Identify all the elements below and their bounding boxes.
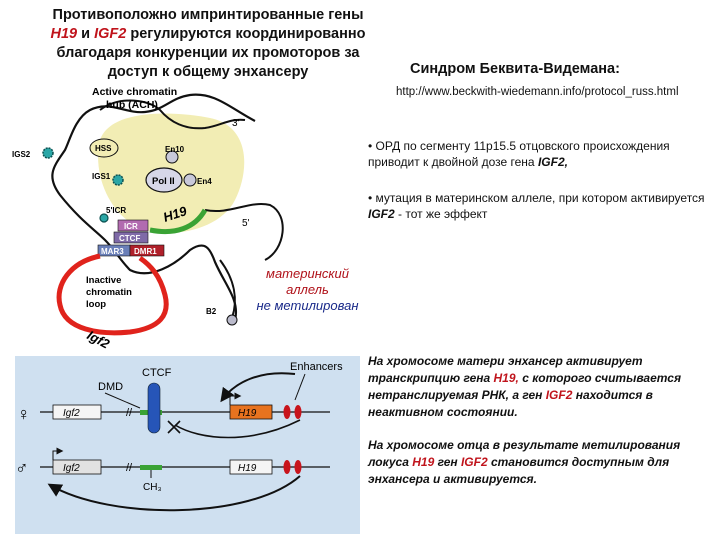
- label-5icr: 5'ICR: [106, 206, 126, 215]
- syndrome-title: Синдром Беквита-Видемана:: [410, 61, 620, 77]
- enhancers-pointer: [294, 373, 306, 401]
- label-inactive1: Inactive: [86, 275, 121, 286]
- h19-box-male: [229, 459, 273, 475]
- label-ach: Active chromatin: [92, 86, 177, 98]
- b2-node: [226, 314, 238, 326]
- ctcf-insulator: [147, 382, 161, 434]
- label-igf2-male: Igf2: [63, 463, 80, 474]
- label-icr: ICR: [124, 222, 138, 231]
- igs1-node: [112, 174, 124, 186]
- note-maternal: На хромосоме матери энхансер активирует …: [368, 354, 682, 419]
- gene-igf2: IGF2: [94, 26, 127, 42]
- chromatin-fiber: [51, 93, 256, 321]
- ctcf-box: [113, 231, 149, 244]
- label-inactive3: loop: [86, 299, 106, 310]
- female-symbol-icon: ♀: [17, 404, 31, 424]
- chromatin-fiber-right: [204, 203, 284, 261]
- chromatin-hub-diagram: Active chromatin hub (ACH) HSS En10 Pol …: [12, 86, 284, 352]
- slide-title: Противоположно импринтированные гены H19…: [18, 6, 398, 82]
- title-line1: Противоположно импринтированные гены: [52, 7, 364, 23]
- chromatin-fiber-b2: [219, 259, 236, 319]
- label-h19-male: H19: [238, 463, 257, 474]
- dmd-green-male: [140, 465, 162, 470]
- gene-igf2-b1: IGF2,: [537, 155, 568, 169]
- panel-background: [15, 356, 360, 534]
- promoter-arrow-h19: [229, 392, 242, 405]
- male-symbol-icon: ♂: [15, 458, 29, 478]
- dmd-pointer: [104, 392, 141, 409]
- label-ach2: hub (ACH): [106, 99, 158, 111]
- bullet-mutation: • мутация в материнском аллеле, при кото…: [368, 191, 705, 221]
- label-en4: En4: [197, 177, 212, 186]
- label-3prime: 3': [232, 118, 240, 129]
- icr-box: [117, 219, 149, 232]
- label-enhancers: Enhancers: [290, 361, 343, 373]
- maternal-allele-label: материнский аллель не метилирован: [256, 266, 359, 313]
- enhancer-to-igf2-arrow: [47, 475, 301, 512]
- enhancer-f1: [283, 405, 291, 419]
- label-ctcf-bottom: CTCF: [142, 367, 172, 379]
- label-pol2: Pol II: [152, 176, 175, 187]
- igf2-box-male: [52, 459, 102, 475]
- dmr1-box: [129, 244, 165, 257]
- hss-node: [89, 138, 119, 158]
- break-mark-female: //: [126, 407, 133, 419]
- en4-node: [183, 173, 197, 187]
- label-mar3: MAR3: [101, 247, 124, 256]
- enhancer-m1: [283, 460, 291, 474]
- label-dmr1: DMR1: [134, 247, 157, 256]
- icr5-node: [99, 213, 109, 223]
- pol2-node: [145, 167, 183, 193]
- label-ctcf: CTCF: [119, 234, 140, 243]
- enhancer-to-h19-arrow: [220, 372, 296, 403]
- label-ch3: CH₃: [143, 482, 162, 493]
- promoter-arrow-igf2: [52, 447, 64, 460]
- h19-gene-segment: [149, 208, 208, 235]
- label-igs1: IGS1: [92, 172, 111, 181]
- label-en10: En10: [165, 145, 185, 154]
- blocked-arrow: [174, 419, 301, 439]
- en10-node: [165, 150, 179, 164]
- igf2-box-female: [52, 404, 102, 420]
- title-line3: благодаря конкуренции их промоторов за: [56, 45, 360, 61]
- inactive-chromatin-loop: [56, 253, 169, 336]
- label-hss: HSS: [95, 144, 112, 153]
- block-x: [167, 420, 181, 434]
- label-igf2-female: Igf2: [63, 408, 80, 419]
- label-dmd: DMD: [98, 381, 123, 393]
- break-mark-male: //: [126, 462, 133, 474]
- label-5prime: 5': [242, 218, 250, 229]
- igs2-node: [42, 147, 54, 159]
- label-igs2: IGS2: [12, 150, 31, 159]
- label-b2: B2: [206, 307, 217, 316]
- title-line4: доступ к общему энхансеру: [107, 64, 309, 80]
- imprinting-panel: CTCF DMD Enhancers Igf2 H19 Igf2 H19 CH₃…: [15, 356, 360, 534]
- enhancer-f2: [294, 405, 302, 419]
- enhancer-m2: [294, 460, 302, 474]
- label-h19-female: H19: [238, 408, 257, 419]
- title-line2: H19 и IGF2 регулируются координированно: [50, 26, 366, 42]
- label-inactive2: chromatin: [86, 287, 132, 298]
- reference-url[interactable]: http://www.beckwith-wiedemann.info/proto…: [396, 86, 679, 98]
- gene-igf2-b2: IGF2: [368, 207, 395, 221]
- gene-h19: H19: [50, 26, 78, 42]
- label-h19: H19: [161, 203, 189, 225]
- chromatin-fiber-upper: [99, 99, 246, 130]
- note-paternal: На хромосоме отца в результате метилиров…: [368, 438, 681, 486]
- bullet-upd: • ОРД по сегменту 11p15.5 отцовского про…: [368, 139, 670, 169]
- h19-box-female: [229, 404, 273, 420]
